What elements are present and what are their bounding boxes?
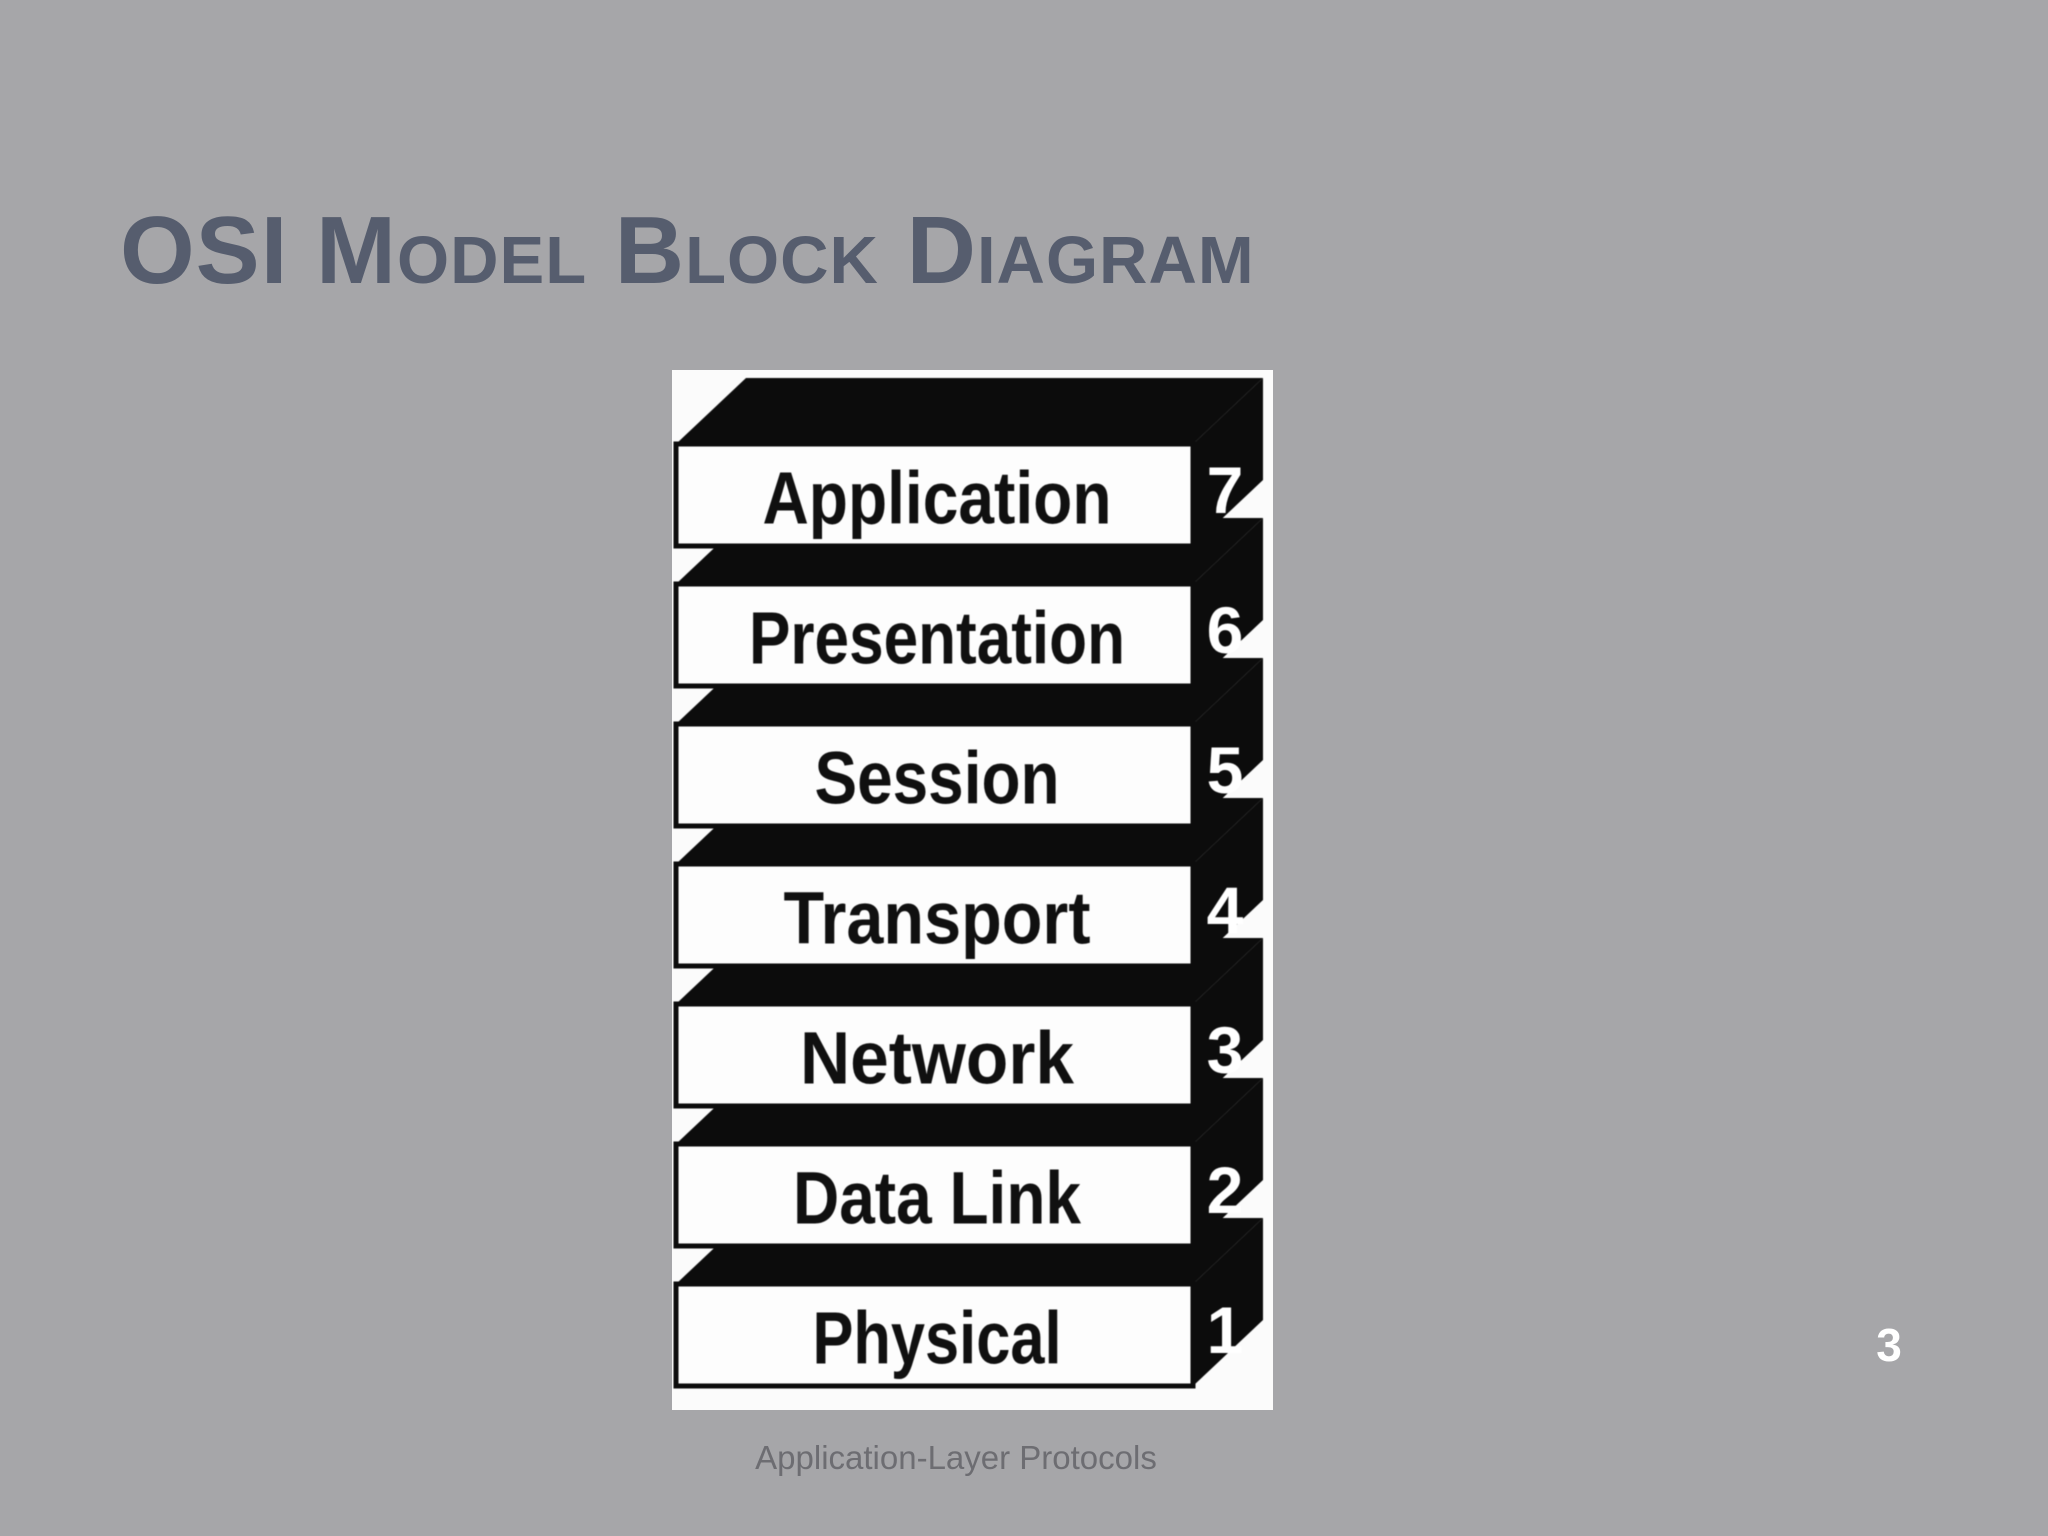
block-top-face (676, 378, 1263, 444)
slide-title: OSI Model Block Diagram (120, 197, 1255, 304)
osi-layer-block-session: Session 5 (673, 658, 1263, 829)
layer-number: 5 (1207, 733, 1244, 807)
block-right-face (1193, 378, 1263, 546)
layer-label: Physical (813, 1297, 1062, 1380)
block-front-face (673, 1281, 1196, 1389)
layer-number: 3 (1207, 1013, 1244, 1087)
layer-number: 4 (1207, 873, 1244, 947)
layer-label: Session (815, 737, 1060, 820)
block-right-face (1193, 938, 1263, 1106)
osi-layer-stack: Physical 1 Data Link 2 Network 3 Transport 4 Ses… (673, 378, 1263, 1389)
block-front-face (673, 721, 1196, 829)
block-front-face (673, 1141, 1196, 1249)
block-right-face (1193, 1218, 1263, 1386)
block-right-face (1193, 798, 1263, 966)
block-front-face (673, 581, 1196, 689)
osi-block-diagram: Physical 1 Data Link 2 Network 3 Transport 4 Ses… (673, 378, 1263, 1389)
block-front-face (673, 441, 1196, 549)
block-right-face (1193, 1078, 1263, 1246)
layer-label: Data Link (793, 1157, 1082, 1240)
layer-label: Presentation (749, 597, 1125, 680)
block-front-face (673, 861, 1196, 969)
block-right-face (1193, 518, 1263, 686)
layer-label: Application (763, 457, 1112, 540)
layer-label: Transport (784, 877, 1091, 960)
layer-number: 7 (1207, 453, 1244, 527)
slide-caption: Application-Layer Protocols (755, 1439, 1157, 1476)
layer-label: Network (800, 1017, 1075, 1100)
diagram-panel: Physical 1 Data Link 2 Network 3 Transport 4 Ses… (672, 370, 1273, 1410)
osi-layer-block-application: Application 7 (673, 378, 1263, 549)
layer-number: 1 (1207, 1293, 1244, 1367)
layer-number: 2 (1207, 1153, 1244, 1227)
layer-number: 6 (1207, 593, 1244, 667)
block-front-face (673, 1001, 1196, 1109)
block-right-face (1193, 658, 1263, 826)
page-number: 3 (1876, 1319, 1902, 1371)
